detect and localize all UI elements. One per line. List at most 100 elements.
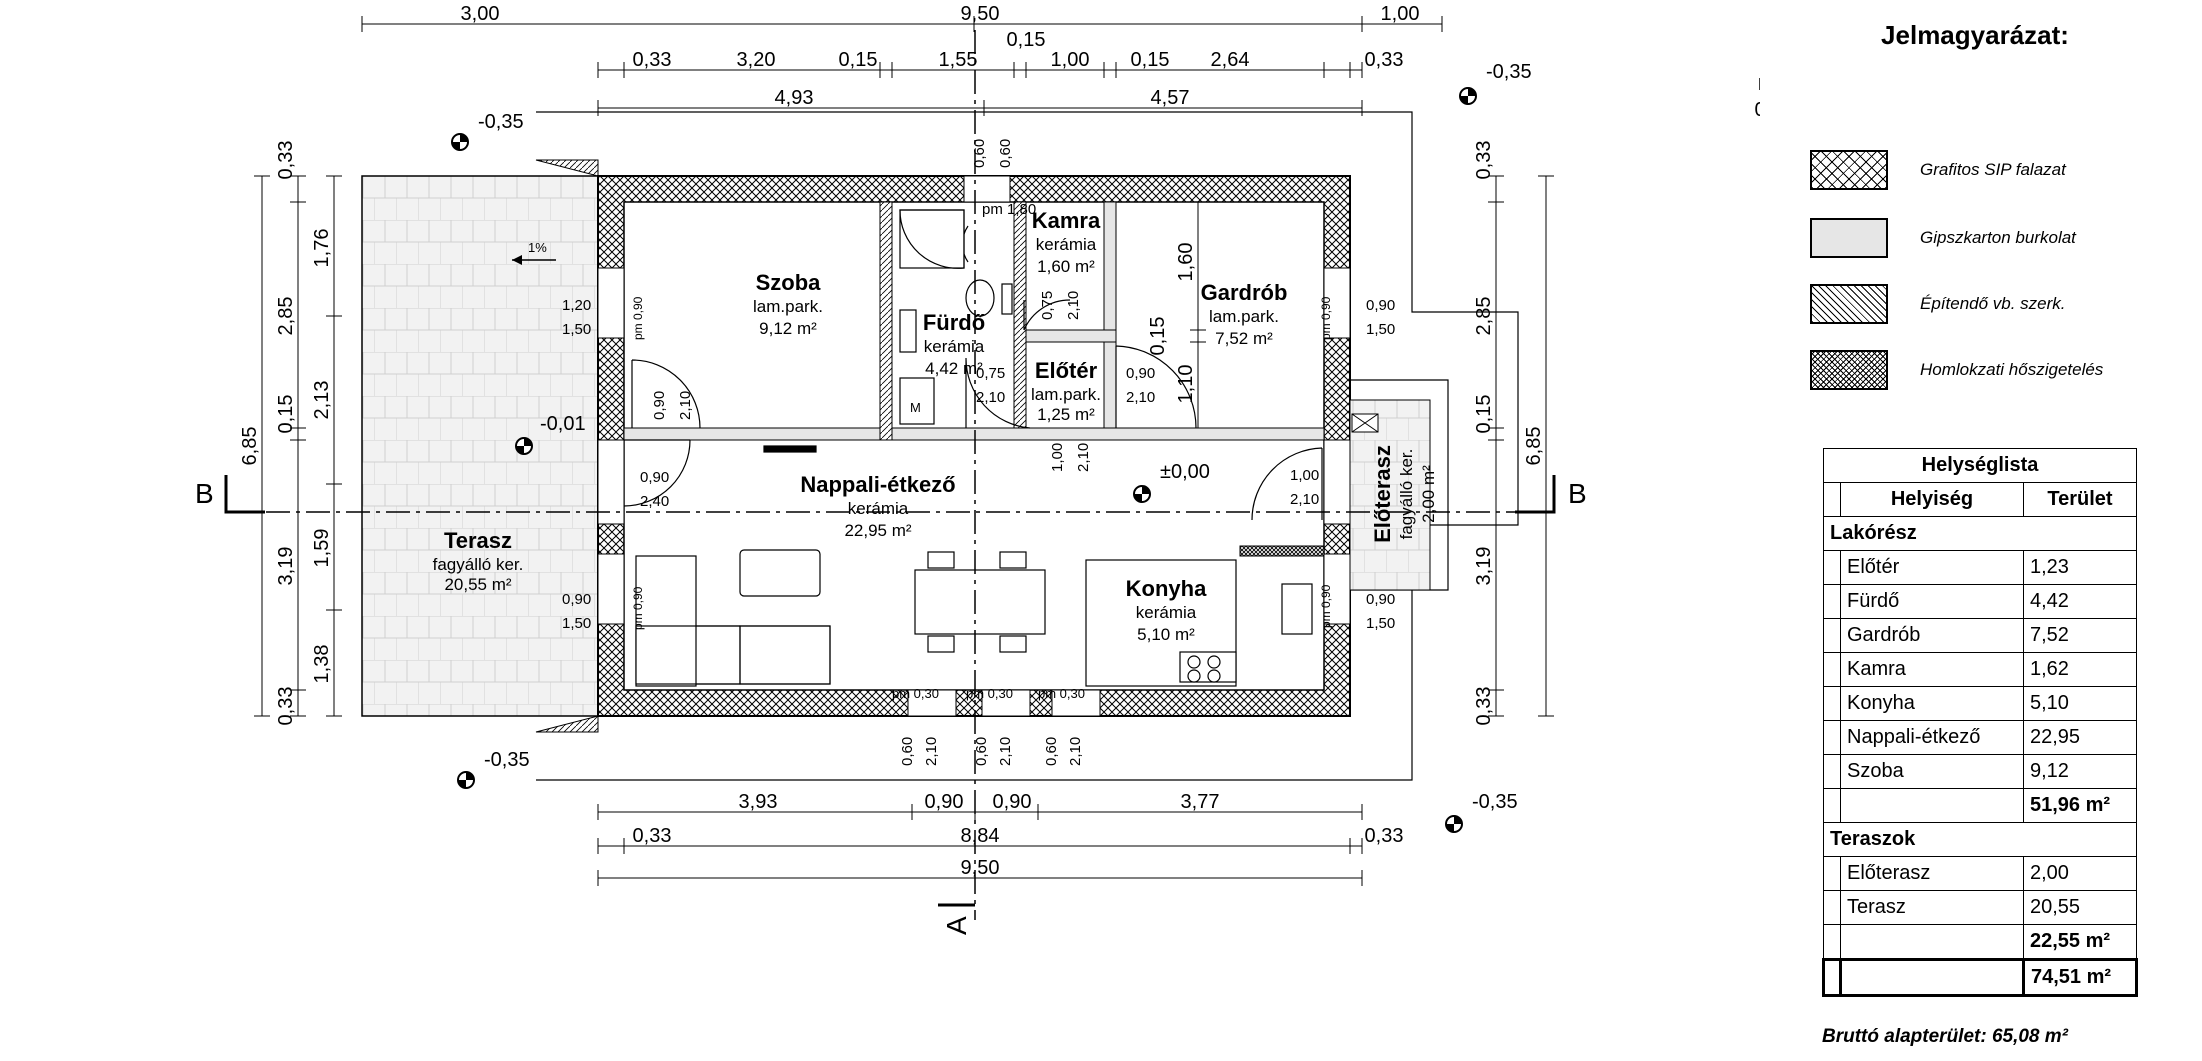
svg-text:pm 0,90: pm 0,90 xyxy=(1319,296,1333,340)
column-header: Helyiség xyxy=(1840,482,2024,517)
opening-labels: 1,20 1,50 0,90 2,40 0,90 1,50 0,90 2,10 … xyxy=(562,139,1395,766)
terrace-area xyxy=(361,159,599,733)
level-value: -0,35 xyxy=(1472,791,1518,813)
room-area: 22,95 m² xyxy=(844,521,911,540)
dim-label: 0,90 xyxy=(993,791,1032,813)
svg-text:2,10: 2,10 xyxy=(1075,443,1092,472)
room-area: 5,10 m² xyxy=(1137,625,1195,644)
dim-label: 2,85 xyxy=(1473,297,1495,336)
svg-text:2,10: 2,10 xyxy=(997,737,1014,766)
section-markers xyxy=(224,475,1556,907)
svg-text:1,50: 1,50 xyxy=(1366,615,1395,632)
svg-text:0,90: 0,90 xyxy=(1366,591,1395,608)
svg-text:1,50: 1,50 xyxy=(562,615,591,632)
level-symbol xyxy=(1459,87,1477,105)
dim-label: 0,33 xyxy=(633,49,672,71)
dim-label: 0,15 xyxy=(275,395,297,434)
level-symbol xyxy=(515,437,533,455)
room-area: 2,00 m² xyxy=(1419,465,1438,523)
porch-labels: Előterasz fagyálló ker. 2,00 m² xyxy=(1370,445,1438,543)
dim-label: 3,19 xyxy=(1473,547,1495,586)
svg-text:0,90: 0,90 xyxy=(562,591,591,608)
dim-label: 0,15 xyxy=(1473,395,1495,434)
dim-label: 2,13 xyxy=(311,381,333,420)
room-area: 1,25 m² xyxy=(1037,405,1095,424)
room-finish: fagyálló ker. xyxy=(1397,449,1416,540)
legend-label: Grafitos SIP falazat xyxy=(1920,160,2066,179)
legend-label: Gipszkarton burkolat xyxy=(1920,228,2076,247)
svg-text:0,75: 0,75 xyxy=(1039,291,1056,320)
level-symbol xyxy=(1445,815,1463,833)
svg-text:2,10: 2,10 xyxy=(1065,291,1082,320)
dims-top-labels: 3,00 9,50 1,00 0,15 0,33 3,20 0,15 1,55 … xyxy=(461,3,1420,109)
dim-label: 0,90 xyxy=(925,791,964,813)
dims-top xyxy=(361,16,1443,116)
svg-text:0,60: 0,60 xyxy=(971,139,988,168)
entry-porch xyxy=(1349,399,1431,591)
svg-text:pm 0,30: pm 0,30 xyxy=(1038,686,1085,701)
dim-label: 0,33 xyxy=(275,687,297,726)
svg-text:pm 0,90: pm 0,90 xyxy=(631,586,645,630)
dim-label: 0,15 xyxy=(839,49,878,71)
living-furniture xyxy=(635,445,1313,687)
level-value: ±0,00 xyxy=(1160,461,1210,483)
slope-value: 1% xyxy=(528,240,547,255)
dim-label: 0,33 xyxy=(1473,141,1495,180)
scale-bar-labels: 0 1 2 3 4 5 xyxy=(1754,99,1760,121)
svg-text:1,50: 1,50 xyxy=(1366,321,1395,338)
svg-text:0,60: 0,60 xyxy=(997,139,1014,168)
building-walls xyxy=(597,175,1351,717)
room-finish: kerámia xyxy=(1036,235,1097,254)
room-name: Szoba xyxy=(756,270,822,295)
dim-label: 1,55 xyxy=(939,49,978,71)
dim-label: 3,20 xyxy=(737,49,776,71)
dense-hatch-swatch xyxy=(1810,350,1888,390)
dim-label: 1,00 xyxy=(1051,49,1090,71)
plain-swatch xyxy=(1810,218,1888,258)
svg-text:1,00: 1,00 xyxy=(1290,467,1319,484)
room-area: 9,12 m² xyxy=(759,319,817,338)
svg-text:0,60: 0,60 xyxy=(973,737,990,766)
svg-text:2,40: 2,40 xyxy=(640,493,669,510)
dim-label: 1,60 xyxy=(1175,243,1197,282)
svg-text:0,90: 0,90 xyxy=(1126,365,1155,382)
total-row: 74,51 m² xyxy=(1822,958,2138,997)
svg-text:0,90: 0,90 xyxy=(651,391,668,420)
dims-bottom xyxy=(597,804,1363,886)
diagonal-swatch xyxy=(1810,284,1888,324)
legend-item-insulation: Homlokzati hőszigetelés xyxy=(1810,350,2190,394)
legend-item-gipsz: Gipszkarton burkolat xyxy=(1810,218,2190,262)
dim-label: 1,59 xyxy=(311,529,333,568)
room-finish: kerámia xyxy=(848,499,909,518)
svg-text:1,20: 1,20 xyxy=(562,297,591,314)
dim-label: 0,33 xyxy=(1365,825,1404,847)
dims-left-labels: 6,85 0,33 2,85 0,15 3,19 0,33 1,76 2,13 … xyxy=(239,141,333,726)
room-name: Fürdő xyxy=(923,310,985,335)
washer-label: M xyxy=(910,400,921,415)
room-finish: lam.park. xyxy=(753,297,823,316)
level-marks: -0,35 -0,35 -0,35 -0,35 -0,01 ±0,00 xyxy=(451,61,1532,833)
room-finish: kerámia xyxy=(924,337,985,356)
dim-label: 1,10 xyxy=(1175,365,1197,404)
svg-text:0,90: 0,90 xyxy=(1366,297,1395,314)
hatch-swatch xyxy=(1810,150,1888,190)
legend-item-vb: Építendő vb. szerk. xyxy=(1810,284,2190,328)
svg-text:1,50: 1,50 xyxy=(562,321,591,338)
svg-text:2,10: 2,10 xyxy=(1126,389,1155,406)
axis-lines xyxy=(226,30,1538,920)
group-header: Lakórész xyxy=(1823,516,2137,551)
floor-plan: M B B A Szoba lam.park. 9,12 m² Fürdő xyxy=(195,3,1760,935)
dim-label: 0,15 xyxy=(1147,317,1169,356)
section-a: A xyxy=(941,916,972,935)
dim-label: 0,33 xyxy=(1473,687,1495,726)
table-title: Helységlista xyxy=(1823,448,2137,483)
dim-label: 1,38 xyxy=(311,645,333,684)
level-value: -0,35 xyxy=(1486,61,1532,83)
column-header: Terület xyxy=(2023,482,2137,517)
